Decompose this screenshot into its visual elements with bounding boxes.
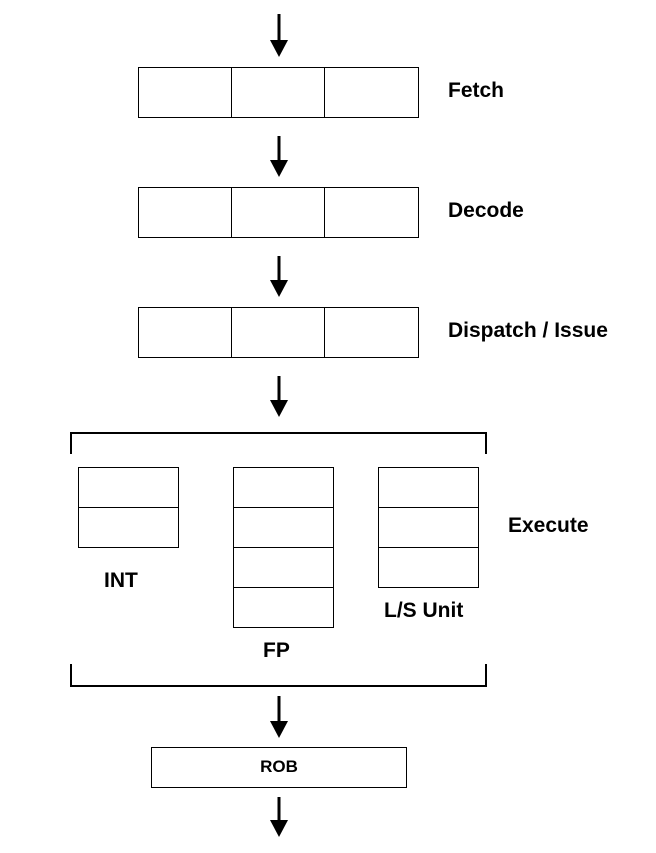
fp-slot-1: [233, 467, 334, 508]
ls-unit: L/S Unit: [378, 467, 479, 622]
dispatch-slot-2: [231, 307, 325, 358]
fp-unit: FP: [233, 467, 334, 662]
execute-bracket-top: [70, 432, 487, 454]
fetch-slot-2: [231, 67, 325, 118]
ls-slot-1: [378, 467, 479, 508]
decode-slot-3: [324, 187, 419, 238]
int-slot-2: [78, 507, 179, 548]
dispatch-label: Dispatch / Issue: [448, 319, 608, 342]
int-label: INT: [104, 569, 138, 592]
arrow-execute-to-rob: [270, 696, 288, 738]
ls-label: L/S Unit: [384, 599, 463, 622]
arrow-into-fetch: [270, 14, 288, 57]
dispatch-stage: Dispatch / Issue: [138, 307, 608, 358]
execute-label: Execute: [508, 514, 589, 537]
arrow-fetch-to-decode: [270, 136, 288, 177]
decode-label: Decode: [448, 199, 524, 222]
dispatch-slot-3: [324, 307, 419, 358]
execute-bracket-bottom: [70, 664, 487, 687]
fp-label: FP: [263, 639, 290, 662]
ls-slot-3: [378, 547, 479, 588]
fp-slot-4: [233, 587, 334, 628]
fetch-slot-1: [138, 67, 232, 118]
fetch-slot-3: [324, 67, 419, 118]
dispatch-slot-1: [138, 307, 232, 358]
fp-slot-2: [233, 507, 334, 548]
rob-box: [151, 747, 407, 788]
fp-slot-3: [233, 547, 334, 588]
rob-label: ROB: [260, 757, 298, 776]
execute-stage: INT FP L/S Unit Execute: [70, 432, 589, 687]
int-slot-1: [78, 467, 179, 508]
rob-block: ROB: [151, 747, 407, 788]
decode-slot-2: [231, 187, 325, 238]
arrow-dispatch-to-execute: [270, 376, 288, 417]
fetch-label: Fetch: [448, 79, 504, 102]
int-unit: INT: [78, 467, 179, 592]
fetch-stage: Fetch: [138, 67, 504, 118]
arrow-decode-to-dispatch: [270, 256, 288, 297]
decode-stage: Decode: [138, 187, 524, 238]
decode-slot-1: [138, 187, 232, 238]
ls-slot-2: [378, 507, 479, 548]
arrow-out-of-rob: [270, 797, 288, 837]
